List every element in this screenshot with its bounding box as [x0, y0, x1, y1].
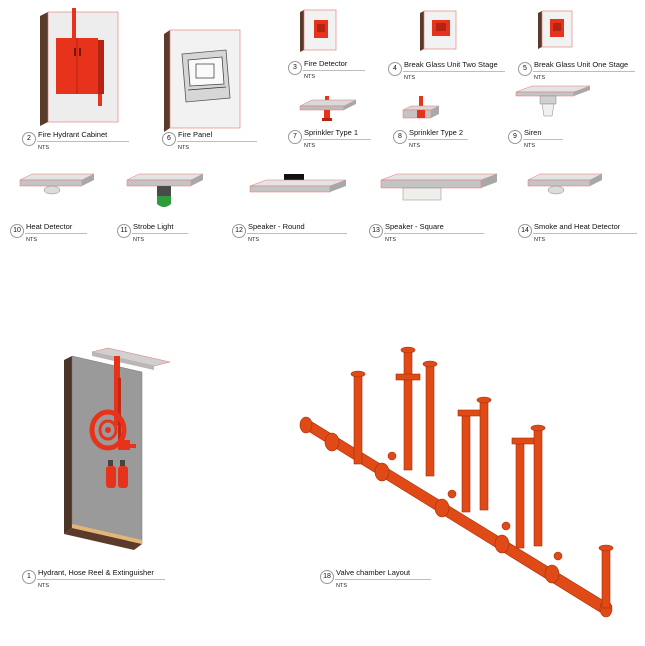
- view-number: 18: [320, 570, 334, 584]
- title-rule: [37, 579, 165, 580]
- view-number: 11: [117, 224, 131, 238]
- view-scale: NTS: [534, 237, 545, 243]
- view-scale: NTS: [336, 583, 347, 589]
- view-title: Speaker - Square: [385, 222, 444, 231]
- break-glass-one-stage-drawing: [538, 10, 573, 49]
- view-number: 6: [162, 132, 176, 146]
- view-number: 1: [22, 570, 36, 584]
- title-rule: [303, 139, 371, 140]
- view-scale: NTS: [26, 237, 37, 243]
- view-scale: NTS: [304, 74, 315, 80]
- sprinkler-type-2-drawing: [402, 96, 440, 119]
- view-number: 5: [518, 62, 532, 76]
- break-glass-two-stage-drawing: [420, 10, 457, 51]
- strobe-light-drawing: [126, 173, 204, 207]
- title-rule: [523, 139, 563, 140]
- view-number: 7: [288, 130, 302, 144]
- view-scale: NTS: [248, 237, 259, 243]
- title-rule: [132, 233, 188, 234]
- title-rule: [303, 70, 365, 71]
- view-title: Sprinkler Type 1: [304, 128, 359, 137]
- title-rule: [25, 233, 87, 234]
- view-title: Fire Panel: [178, 130, 213, 139]
- view-number: 12: [232, 224, 246, 238]
- title-rule: [533, 233, 637, 234]
- valve-chamber-drawing: [299, 346, 614, 618]
- view-number: 2: [22, 132, 36, 146]
- view-number: 4: [388, 62, 402, 76]
- fire-hydrant-cabinet-drawing: [40, 8, 119, 126]
- speaker-round-drawing: [249, 174, 347, 193]
- view-number: 14: [518, 224, 532, 238]
- view-title: Fire Hydrant Cabinet: [38, 130, 108, 139]
- title-rule: [37, 141, 129, 142]
- view-scale: NTS: [409, 143, 420, 149]
- view-scale: NTS: [534, 75, 545, 81]
- fire-panel-drawing: [164, 29, 241, 132]
- sprinkler-type-1-drawing: [299, 96, 357, 121]
- view-title: Break Glass Unit One Stage: [534, 60, 629, 69]
- view-title: Siren: [524, 128, 542, 137]
- view-title: Sprinkler Type 2: [409, 128, 464, 137]
- view-title: Strobe Light: [133, 222, 174, 231]
- view-number: 9: [508, 130, 522, 144]
- title-rule: [408, 139, 468, 140]
- view-title: Smoke and Heat Detector: [534, 222, 621, 231]
- view-title: Break Glass Unit Two Stage: [404, 60, 498, 69]
- title-rule: [335, 579, 431, 580]
- siren-drawing: [515, 85, 591, 117]
- view-scale: NTS: [385, 237, 396, 243]
- view-scale: NTS: [404, 75, 415, 81]
- view-number: 10: [10, 224, 24, 238]
- view-title: Heat Detector: [26, 222, 73, 231]
- view-title: Hydrant, Hose Reel & Extinguisher: [38, 568, 154, 577]
- speaker-square-drawing: [380, 173, 498, 201]
- title-rule: [177, 141, 257, 142]
- view-scale: NTS: [38, 145, 49, 151]
- view-scale: NTS: [38, 583, 49, 589]
- view-title: Speaker - Round: [248, 222, 305, 231]
- view-scale: NTS: [304, 143, 315, 149]
- view-title: Fire Detector: [304, 59, 348, 68]
- title-rule: [403, 71, 505, 72]
- view-number: 8: [393, 130, 407, 144]
- view-scale: NTS: [178, 145, 189, 151]
- view-scale: NTS: [133, 237, 144, 243]
- hydrant-hose-reel-drawing: [64, 347, 171, 550]
- view-title: Valve chamber Layout: [336, 568, 411, 577]
- smoke-heat-detector-drawing: [527, 173, 603, 195]
- view-number: 3: [288, 61, 302, 75]
- title-rule: [533, 71, 635, 72]
- view-scale: NTS: [524, 143, 535, 149]
- heat-detector-drawing: [19, 173, 95, 195]
- title-rule: [247, 233, 347, 234]
- fire-detector-drawing: [300, 9, 337, 52]
- title-rule: [384, 233, 484, 234]
- view-number: 13: [369, 224, 383, 238]
